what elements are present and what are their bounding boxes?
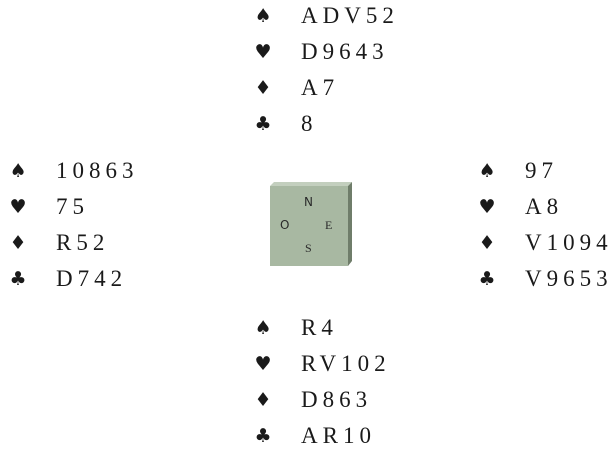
east-hearts-cards: A8 xyxy=(525,194,564,219)
spade-icon: ♠ xyxy=(9,160,27,182)
compass-top-face xyxy=(270,182,352,186)
north-clubs-cards: 8 xyxy=(301,111,318,136)
compass-box: N O E S xyxy=(270,182,356,267)
compass-east-label: E xyxy=(325,218,333,232)
heart-icon: ♥ xyxy=(254,41,272,63)
east-diamonds-cards: V1094 xyxy=(525,230,613,255)
club-icon: ♣ xyxy=(9,268,27,290)
diamond-icon: ♦ xyxy=(9,232,27,254)
south-diamonds-cards: D863 xyxy=(301,387,373,412)
diamond-icon: ♦ xyxy=(254,77,272,99)
west-spades-cards: 10863 xyxy=(56,158,139,183)
spade-icon: ♠ xyxy=(254,317,272,339)
north-hearts-cards: D9643 xyxy=(301,39,389,64)
club-icon: ♣ xyxy=(254,425,272,447)
heart-icon: ♥ xyxy=(478,196,496,218)
west-clubs-cards: D742 xyxy=(56,266,128,291)
south-clubs-cards: AR10 xyxy=(301,423,376,448)
compass-south-label: S xyxy=(305,241,312,255)
west-hearts-cards: 75 xyxy=(56,194,89,219)
north-spades-cards: ADV52 xyxy=(301,3,399,28)
heart-icon: ♥ xyxy=(9,196,27,218)
north-diamonds-cards: A7 xyxy=(301,75,340,100)
heart-icon: ♥ xyxy=(254,353,272,375)
south-hearts-cards: RV102 xyxy=(301,351,391,376)
east-spades-cards: 97 xyxy=(525,158,558,183)
club-icon: ♣ xyxy=(254,113,272,135)
spade-icon: ♠ xyxy=(478,160,496,182)
compass-west-label: O xyxy=(280,218,290,232)
compass-box-shape xyxy=(270,182,352,266)
east-clubs-cards: V9653 xyxy=(525,266,613,291)
south-spades-cards: R4 xyxy=(301,315,338,340)
diamond-icon: ♦ xyxy=(254,389,272,411)
club-icon: ♣ xyxy=(478,268,496,290)
spade-icon: ♠ xyxy=(254,5,272,27)
compass-north-label: N xyxy=(304,195,313,209)
west-diamonds-cards: R52 xyxy=(56,230,110,255)
diamond-icon: ♦ xyxy=(478,232,496,254)
compass-side-face xyxy=(348,182,352,266)
compass-front-face xyxy=(270,186,348,266)
